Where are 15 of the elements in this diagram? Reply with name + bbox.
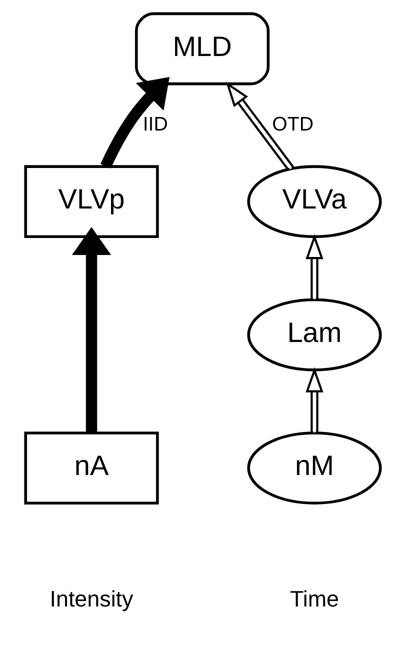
arrow	[225, 82, 294, 172]
node-box: nA	[24, 432, 158, 504]
arrow	[305, 367, 323, 432]
label: Time	[289, 586, 338, 612]
node-box: VLVp	[24, 165, 158, 238]
node-ellipse: VLVa	[246, 165, 382, 238]
arrow	[305, 234, 323, 300]
node-ellipse: Lam	[246, 298, 382, 372]
edge-label: IID	[142, 113, 168, 136]
node-box: MLD	[134, 12, 270, 86]
node-ellipse: nM	[246, 432, 382, 504]
arrow	[100, 77, 170, 169]
arrow	[71, 227, 111, 433]
edge-label: OTD	[272, 113, 314, 136]
label: Intensity	[49, 586, 133, 612]
